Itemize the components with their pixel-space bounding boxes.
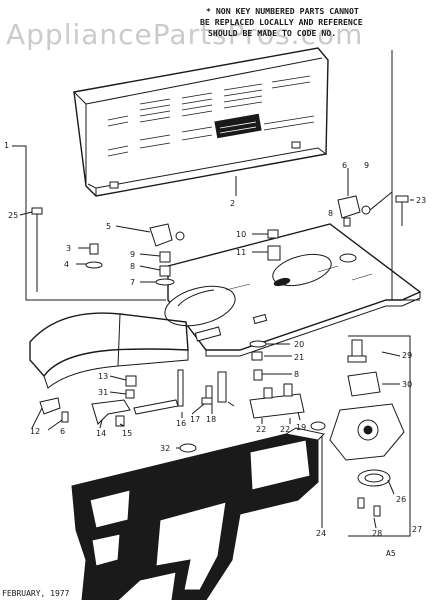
callout-15: 15	[122, 429, 132, 438]
callout-27: 27	[412, 525, 422, 534]
bobbin-mechanism	[329, 339, 405, 517]
note-line-1: * NON KEY NUMBERED PARTS CANNOT	[206, 6, 359, 16]
callout-8-upper: 8	[328, 209, 333, 218]
callout-5: 5	[106, 222, 111, 231]
callout-4: 4	[64, 260, 69, 269]
part-screw-25	[31, 207, 43, 292]
callout-13: 13	[98, 372, 108, 381]
callout-19: 19	[296, 423, 306, 432]
callout-32: 32	[160, 444, 170, 453]
callout-8: 8	[130, 262, 135, 271]
bed-plate	[164, 223, 422, 357]
part-8	[159, 265, 171, 277]
part-screw-23	[395, 195, 409, 226]
callout-22: 22	[256, 425, 266, 434]
note-line-3: SHOULD BE MADE TO CODE NO.	[208, 28, 336, 38]
chart-panel	[73, 47, 329, 197]
callout-9: 9	[130, 250, 135, 259]
callout-30: 30	[402, 380, 412, 389]
face-cover	[29, 312, 189, 389]
callout-26: 26	[396, 495, 406, 504]
part-4	[85, 261, 103, 269]
part-7	[155, 278, 175, 286]
callout-8-lower: 8	[294, 370, 299, 379]
callout-24: 24	[316, 529, 326, 538]
callout-2: 2	[230, 199, 235, 208]
part-10	[267, 229, 279, 239]
part-9	[159, 251, 171, 263]
callout-3: 3	[66, 244, 71, 253]
part-11	[267, 245, 281, 261]
note-line-2: BE REPLACED LOCALLY AND REFERENCE	[200, 17, 363, 27]
callout-22-right: 22	[280, 425, 290, 434]
part-6b	[337, 195, 361, 219]
callout-1: 1	[4, 141, 9, 150]
callout-21: 21	[294, 353, 304, 362]
callout-7: 7	[130, 278, 135, 287]
part-3	[89, 243, 99, 255]
machine-head	[71, 427, 326, 600]
footer-date: FEBRUARY, 1977	[2, 589, 70, 598]
callout-23: 23	[416, 196, 426, 205]
callout-6-lower: 6	[60, 427, 65, 436]
callout-31: 31	[98, 388, 108, 397]
callout-10: 10	[236, 230, 246, 239]
watermark: AppliancePartsPros.com	[6, 18, 363, 51]
callout-20: 20	[294, 340, 304, 349]
part-5	[149, 223, 173, 247]
callout-14: 14	[96, 429, 106, 438]
callout-16: 16	[176, 419, 186, 428]
callout-29: 29	[402, 351, 412, 360]
callout-11: 11	[236, 248, 246, 257]
callout-6: 6	[342, 161, 347, 170]
callout-12: 12	[30, 427, 40, 436]
footer-code: A5	[386, 549, 396, 558]
callout-25: 25	[8, 211, 18, 220]
callout-9-upper: 9	[364, 161, 369, 170]
callout-28: 28	[372, 529, 382, 538]
callout-17: 17	[190, 415, 200, 424]
callout-labels: 1 2 3 4 5 6 7 8 9 10 11 12 13 14 15 16 1…	[4, 141, 426, 538]
callout-18: 18	[206, 415, 216, 424]
